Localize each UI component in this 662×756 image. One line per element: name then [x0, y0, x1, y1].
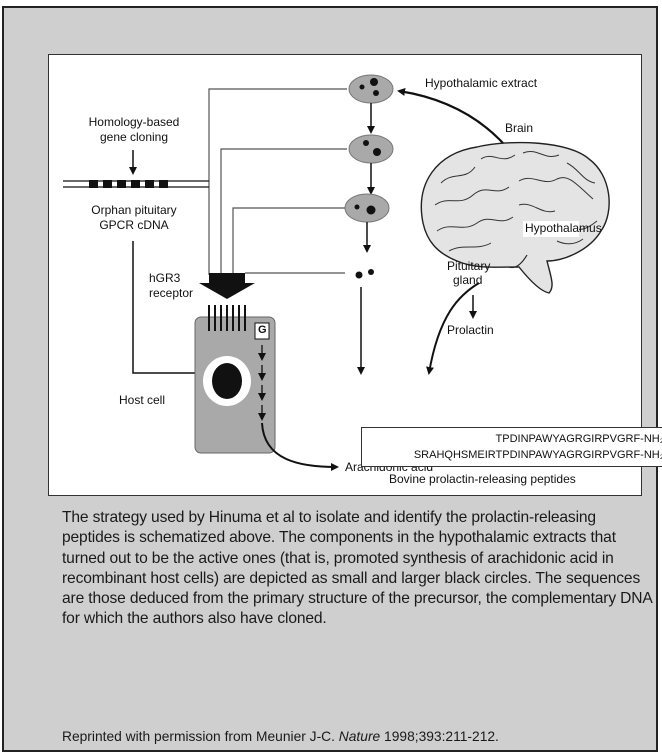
peptide-dot	[360, 85, 365, 90]
label-orphan-gpcr: Orphan pituitary GPCR cDNA	[69, 203, 199, 233]
fractionation-column	[345, 75, 393, 373]
credit-suffix: 1998;393:211-212.	[380, 729, 499, 744]
receptor-binding-arrow	[199, 273, 255, 299]
figure-caption: The strategy used by Hinuma et al to iso…	[62, 508, 652, 630]
label-gland: gland	[453, 273, 482, 288]
label-host-cell: Host cell	[119, 393, 165, 408]
credit-prefix: Reprinted with permission from Meunier J…	[62, 729, 339, 744]
peptide-dot	[373, 90, 379, 96]
peptide-dot	[355, 205, 360, 210]
fraction-ellipse-2	[349, 135, 393, 163]
peptide-dot	[367, 206, 376, 215]
label-orphan-line1: Orphan pituitary	[69, 203, 199, 218]
label-bovine-peptides: Bovine prolactin-releasing peptides	[389, 472, 576, 487]
peptide-dot	[370, 78, 378, 86]
label-brain: Brain	[505, 121, 533, 136]
label-receptor: hGR3 receptor	[149, 271, 193, 301]
cdna-to-cell-line	[133, 241, 201, 373]
peptide-dot	[356, 272, 363, 279]
label-homology: Homology-based gene cloning	[69, 115, 199, 145]
label-pituitary: Pituitary	[447, 259, 490, 274]
peptide-sequence-1: TPDINPAWYAGRGIRPVGRF-NH₂	[362, 431, 662, 447]
label-receptor-line1: hGR3	[149, 271, 193, 286]
label-homology-line2: gene cloning	[69, 130, 199, 145]
label-hypothalamus: Hypothalamus	[525, 221, 602, 236]
receptor-helices	[209, 305, 245, 331]
fraction-connectors	[209, 89, 347, 275]
label-orphan-line2: GPCR cDNA	[69, 218, 199, 233]
peptide-sequence-2: SRAHQHSMEIRTPDINPAWYAGRGIRPVGRF-NH₂	[362, 447, 662, 463]
fraction-ellipse-1	[349, 75, 393, 103]
reprint-credit: Reprinted with permission from Meunier J…	[62, 728, 652, 746]
cdna-strand	[63, 180, 209, 188]
label-g-protein: G	[258, 323, 267, 338]
credit-journal: Nature	[339, 729, 380, 744]
diagram-panel: Hypothalamic extract Brain Hypothalamus …	[48, 54, 642, 496]
peptide-dot	[368, 269, 374, 275]
label-receptor-line2: receptor	[149, 286, 193, 301]
peptide-dot	[363, 140, 369, 146]
label-prolactin: Prolactin	[447, 323, 494, 338]
label-homology-line1: Homology-based	[69, 115, 199, 130]
label-hypothalamic-extract: Hypothalamic extract	[425, 76, 537, 91]
cell-nucleus	[212, 363, 242, 399]
peptide-dot	[373, 148, 381, 156]
peptide-sequence-box: TPDINPAWYAGRGIRPVGRF-NH₂ SRAHQHSMEIRTPDI…	[361, 427, 662, 467]
figure-frame: Hypothalamic extract Brain Hypothalamus …	[2, 6, 658, 752]
